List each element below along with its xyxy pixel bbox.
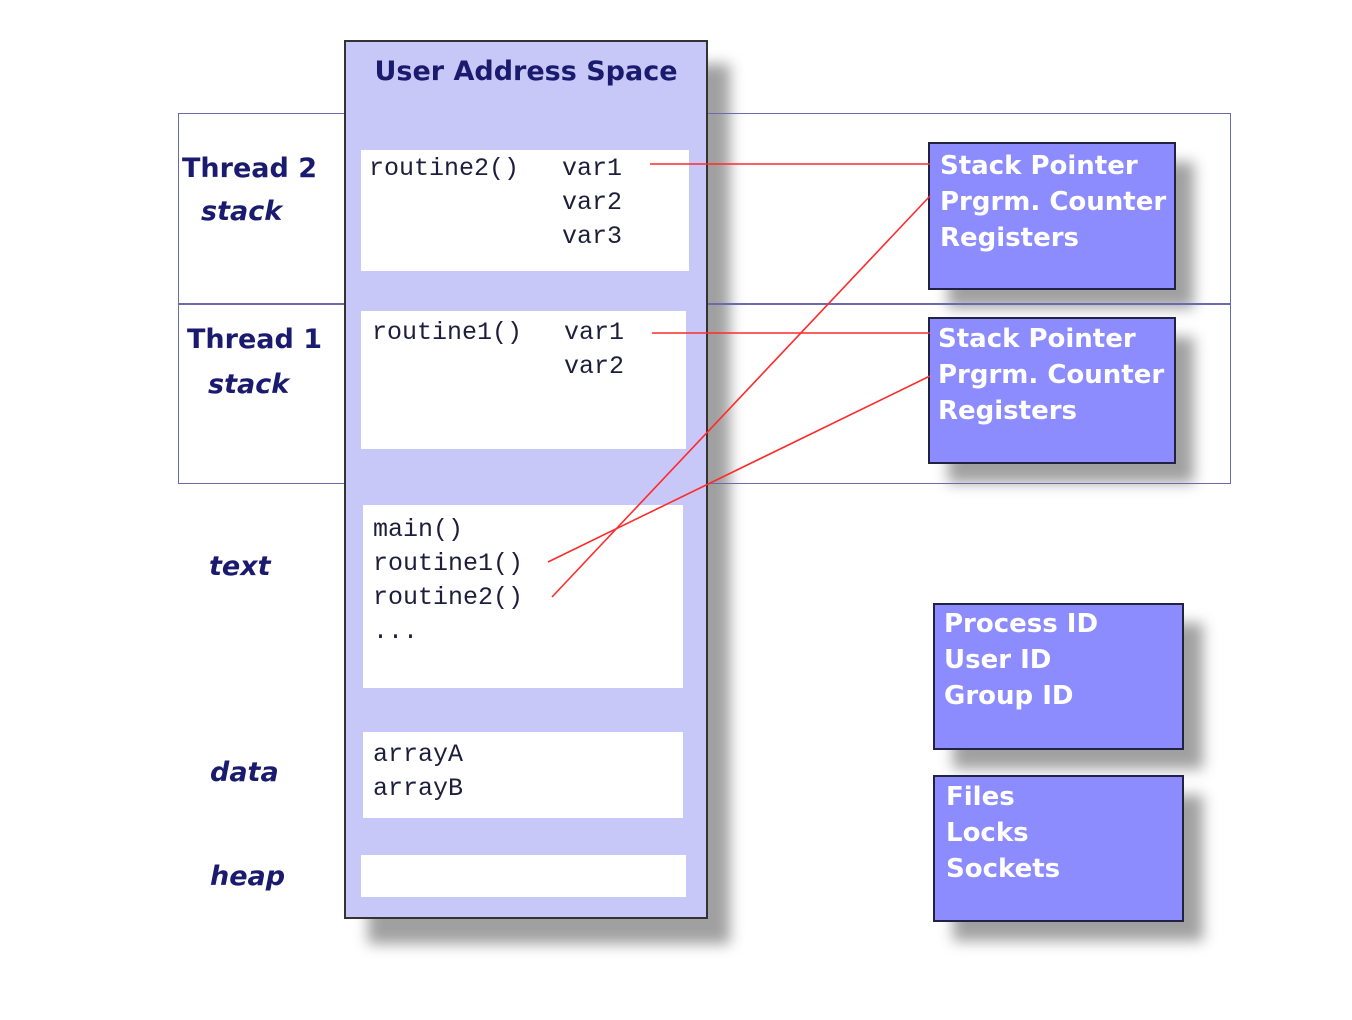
thread2-label: Thread 2 (182, 153, 317, 184)
user-id: User ID (944, 645, 1052, 675)
heap-label: heap (210, 861, 286, 892)
text-label: text (209, 551, 271, 582)
thread2-vars-code: var1 var2 var3 (562, 154, 623, 251)
group-id: Group ID (944, 681, 1074, 711)
thread1-program-counter: Prgrm. Counter (938, 360, 1165, 390)
locks: Locks (946, 818, 1029, 848)
thread1-routine-code: routine1() (372, 318, 523, 347)
thread1-registers: Registers (938, 396, 1078, 426)
files: Files (946, 782, 1015, 812)
process-ids-box: Process ID User ID Group ID (933, 603, 1184, 750)
thread1-context-box: Stack Pointer Prgrm. Counter Registers (928, 317, 1176, 464)
thread2-stack-pointer: Stack Pointer (940, 151, 1138, 181)
thread2-routine-code: routine2() (369, 154, 520, 183)
process-id: Process ID (944, 609, 1099, 639)
sockets: Sockets (946, 854, 1061, 884)
address-space-title: User Address Space (374, 56, 678, 87)
data-segment-box (363, 732, 683, 818)
text-segment-code: main() routine1() routine2() ... (373, 515, 524, 646)
data-label: data (210, 757, 279, 788)
resources-box: Files Locks Sockets (933, 775, 1184, 922)
thread1-label: Thread 1 (187, 324, 322, 355)
thread2-program-counter: Prgrm. Counter (940, 187, 1167, 217)
thread2-context-box: Stack Pointer Prgrm. Counter Registers (928, 142, 1176, 290)
thread1-stack-pointer: Stack Pointer (938, 324, 1136, 354)
heap-segment-box (361, 855, 686, 897)
thread2-registers: Registers (940, 223, 1080, 253)
thread1-vars-code: var1 var2 (564, 318, 625, 381)
thread2-stack-label: stack (201, 196, 283, 227)
data-segment-code: arrayA arrayB (373, 740, 464, 803)
thread1-stack-label: stack (208, 369, 290, 400)
